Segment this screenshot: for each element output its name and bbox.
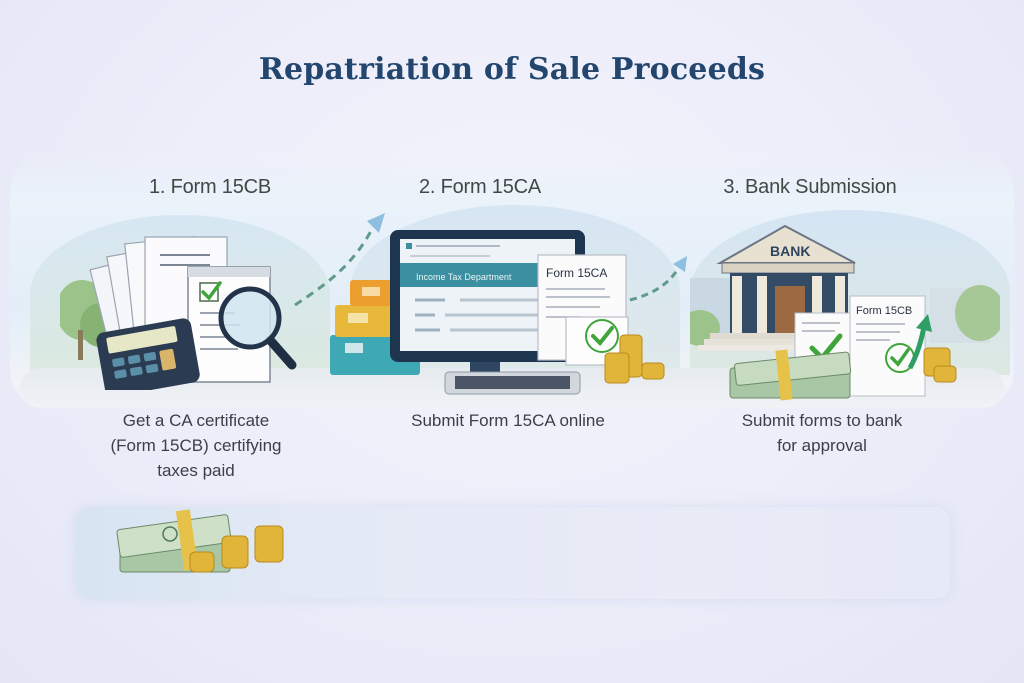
- form-document-icon: Form 15CB: [849, 295, 932, 397]
- bank-sign: BANK: [770, 243, 810, 259]
- coins-icon: [604, 334, 665, 384]
- step-1-description: Get a CA certificate (Form 15CB) certify…: [76, 408, 316, 483]
- step-3-description: Submit forms to bank for approval: [702, 408, 942, 458]
- page-title: Repatriation of Sale Proceeds: [258, 52, 766, 87]
- checkmark-icon: [890, 348, 910, 367]
- step-3-title: 3. Bank Submission: [723, 176, 897, 198]
- form-15ca-label: Form 15CA: [546, 266, 607, 280]
- step-3-description-line: for approval: [777, 436, 867, 455]
- step-2-description: Submit Form 15CA online: [388, 408, 628, 433]
- screen-header-text: Income Tax Department: [416, 272, 512, 282]
- calculator-icon: [96, 318, 200, 390]
- checkmark-icon: [591, 326, 614, 346]
- step-2-illustration: Income Tax Department Form 15CA: [330, 230, 665, 395]
- step-3-illustration: BANK Form 15CB: [690, 224, 1000, 401]
- step-2-title: 2. Form 15CA: [418, 176, 542, 198]
- cash-stack-icon: [729, 349, 852, 401]
- form-document-icon: Form 15CA: [537, 254, 629, 366]
- step-1-description-line: Get a CA certificate: [122, 411, 270, 430]
- step-1-description-line: (Form 15CB) certifying: [110, 436, 282, 455]
- step-2-description-line: Submit Form 15CA online: [411, 411, 605, 430]
- flow-arrow-1-to-2: [294, 213, 385, 307]
- step-1-title: 1. Form 15CB: [148, 176, 272, 198]
- step-1-illustration: [60, 235, 297, 390]
- coins-icon: [189, 525, 284, 573]
- checkmark-icon: [201, 281, 222, 301]
- step-1-description-line: taxes paid: [157, 461, 235, 480]
- stacked-boxes-icon: [330, 280, 420, 375]
- flow-arrow-2-to-3: [629, 256, 687, 302]
- form-15cb-label: Form 15CB: [856, 305, 912, 317]
- bottom-cash-and-coins: [116, 509, 284, 573]
- magnifying-glass-icon: [218, 286, 297, 370]
- keyboard-icon: [444, 371, 581, 395]
- coins-icon: [923, 347, 957, 383]
- step-3-description-line: Submit forms to bank: [741, 411, 903, 430]
